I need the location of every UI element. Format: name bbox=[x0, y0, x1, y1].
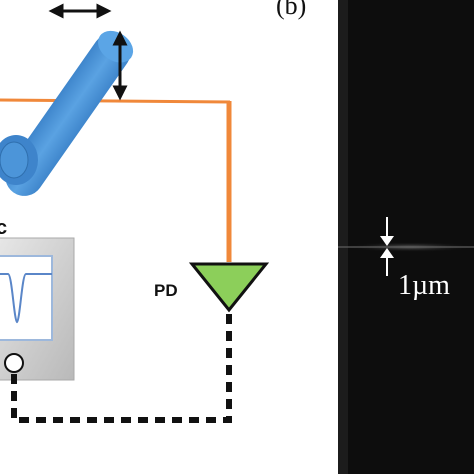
panel-a: c PD bbox=[0, 3, 270, 423]
input-port-icon bbox=[4, 353, 24, 373]
orange-beam bbox=[0, 98, 232, 262]
signal-cable bbox=[11, 314, 232, 423]
detector-triangle-icon bbox=[188, 262, 270, 313]
scale-arrows-icon bbox=[380, 217, 394, 276]
partial-label: c bbox=[0, 217, 7, 239]
scale-label: 1µm bbox=[398, 270, 450, 301]
resonance-trace bbox=[0, 273, 52, 324]
panel-b-label: (b) bbox=[276, 0, 306, 20]
fiber-tip bbox=[0, 135, 38, 185]
micrograph bbox=[338, 0, 474, 474]
instrument-screen bbox=[0, 255, 53, 341]
instrument-box bbox=[0, 237, 75, 381]
panel-b: (b) 1µm bbox=[276, 0, 474, 474]
detector-label: PD bbox=[154, 281, 178, 300]
